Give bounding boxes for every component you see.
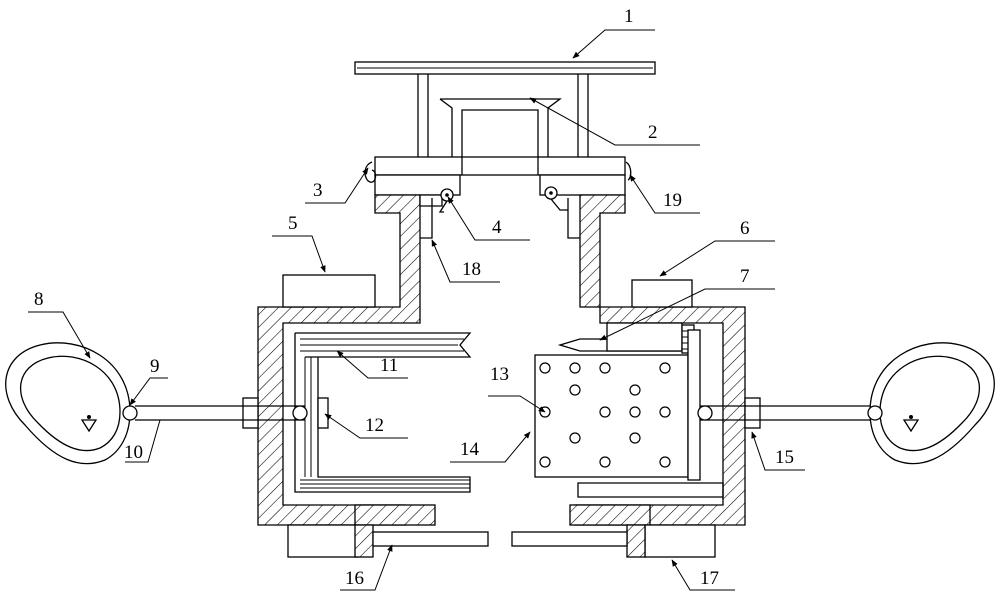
top-plate	[354, 61, 656, 75]
right-cutter	[557, 322, 695, 354]
label-9: 9	[150, 356, 160, 377]
label-14: 14	[460, 439, 480, 460]
left-neck-wall	[257, 194, 443, 526]
block-hole	[659, 406, 671, 418]
block-hole	[569, 362, 581, 374]
block-hole	[599, 362, 611, 374]
block-hole	[659, 362, 671, 374]
label-17: 17	[700, 568, 719, 589]
block-hole	[599, 406, 611, 418]
label-12: 12	[365, 415, 384, 436]
label-18: 18	[462, 259, 481, 280]
bottom-rail-left	[287, 504, 489, 558]
left-shaft	[135, 397, 329, 429]
right-shaft	[697, 397, 870, 429]
block-5	[282, 274, 376, 308]
valve-right	[544, 186, 568, 211]
block-6	[631, 279, 693, 308]
block-hole	[659, 456, 671, 468]
label-11: 11	[380, 355, 398, 376]
perforated-block	[534, 329, 724, 498]
hopper-channel	[439, 98, 562, 157]
label-6: 6	[740, 218, 750, 239]
label-7: 7	[740, 266, 750, 287]
label-19: 19	[663, 190, 682, 211]
label-5: 5	[288, 213, 298, 234]
hook-left	[364, 161, 377, 183]
hook-right	[625, 161, 632, 181]
block-hole	[629, 406, 641, 418]
label-4: 4	[492, 217, 502, 238]
block-hole	[599, 456, 611, 468]
upper-collar	[374, 156, 626, 196]
label-3: 3	[313, 180, 323, 201]
block-hole	[629, 384, 641, 396]
part-labels: 1 2 3 4 5 6 7 8 9 10 11 12 13 14 15 16 1…	[34, 6, 794, 589]
block-hole	[539, 456, 551, 468]
label-2: 2	[648, 122, 658, 143]
left-cam-wheel	[5, 342, 138, 465]
leader-lines	[28, 29, 805, 591]
label-1: 1	[624, 6, 634, 27]
block-hole	[569, 432, 581, 444]
left-comb-plate	[294, 332, 472, 493]
block-hole	[539, 362, 551, 374]
bottom-rail-right	[511, 504, 716, 558]
label-16: 16	[345, 568, 364, 589]
neck-tube	[420, 198, 580, 239]
label-8: 8	[34, 289, 44, 310]
block-holes	[539, 362, 671, 468]
block-hole	[569, 384, 581, 396]
label-13: 13	[490, 364, 509, 385]
right-cam-wheel	[867, 342, 995, 465]
label-10: 10	[124, 442, 143, 463]
block-hole	[629, 432, 641, 444]
support-legs	[417, 74, 589, 157]
valve-left	[438, 188, 454, 213]
label-15: 15	[775, 447, 794, 468]
